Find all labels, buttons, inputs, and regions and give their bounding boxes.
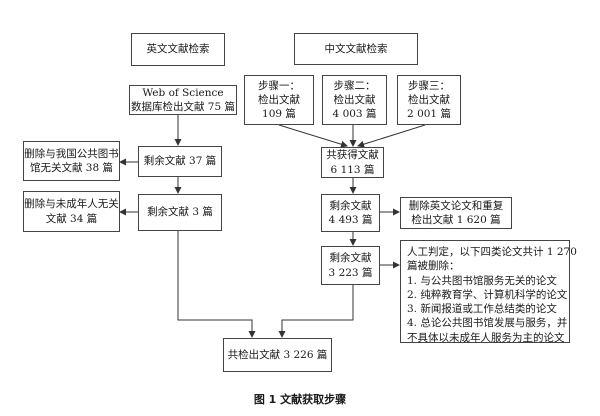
final-total: 共检出文献 3 226 篇 [227,348,328,361]
arrow-step3-to-total [357,124,426,148]
step1-line1: 步骤一： [258,79,300,92]
english-delete2-line2: 文献 34 篇 [45,212,98,225]
arrow-step1-to-total [278,124,348,148]
chinese-delete1-box: 删除英文论文和重复 检出文献 1 620 篇 [400,197,512,229]
english-search-title-box: 英文文献检索 [131,33,225,66]
chinese-delete2-line6: 4. 总论公共图书馆发展与服务，并 [407,317,568,330]
english-remain2: 剩余文献 3 篇 [147,206,213,219]
step1-box: 步骤一： 检出文献 109 篇 [244,75,314,125]
chinese-remain1-box: 剩余文献 4 493 篇 [321,194,380,232]
wos-box: Web of Science 数据库检出文献 75 篇 [129,85,237,115]
english-delete2-line1: 删除与未成年人无关 [24,198,119,211]
english-delete2-box: 删除与未成年人无关 文献 34 篇 [23,191,120,232]
chinese-remain2-line1: 剩余文献 [329,252,372,265]
step3-line1: 步骤三： [408,79,450,92]
english-delete1-box: 删除与我国公共图书 馆无关文献 38 篇 [23,141,120,181]
english-remain1-box: 剩余文献 37 篇 [138,146,222,177]
chinese-search-title: 中文文献检索 [324,42,388,55]
english-remain1: 剩余文献 37 篇 [143,155,217,168]
chinese-delete2-line3: 1. 与公共图书馆服务无关的论文 [407,274,557,287]
step3-box: 步骤三： 检出文献 2 001 篇 [397,75,461,125]
chinese-total-line1: 共获得文献 [326,149,379,162]
step2-line1: 步骤二： [333,79,376,92]
step3-line3: 2 001 篇 [407,108,451,121]
wos-line1: Web of Science [142,86,224,99]
step3-line2: 检出文献 [408,93,450,106]
chinese-delete2-line5: 3. 新闻报道或工作总结类的论文 [407,303,557,316]
step2-line3: 4 003 篇 [332,108,377,121]
english-search-title: 英文文献检索 [146,43,210,56]
step1-line2: 检出文献 [258,93,300,106]
chinese-delete1-line2: 检出文献 1 620 篇 [411,214,501,226]
english-delete1-line2: 馆无关文献 38 篇 [29,162,114,174]
chinese-remain1-line2: 4 493 篇 [328,214,373,226]
chinese-delete2-line4: 2. 纯粹教育学、计算机科学的论文 [407,288,568,301]
arrow-english-to-final [177,231,256,338]
chinese-delete2-line7: 不具体以未成年人服务为主的论文 [407,331,565,344]
chinese-delete1-line1: 删除英文论文和重复 [408,199,504,212]
chinese-delete2-box: 人工判定，以下四类论文共计 1 270 篇被删除： 1. 与公共图书馆服务无关的… [400,240,577,344]
final-total-box: 共检出文献 3 226 篇 [223,338,332,372]
chinese-remain2-box: 剩余文献 3 223 篇 [321,246,380,285]
figure-caption: 图 1 文献获取步骤 [253,393,347,406]
chinese-total-line2: 6 113 篇 [330,163,375,176]
chinese-search-title-box: 中文文献检索 [294,33,418,65]
chinese-remain1-line1: 剩余文献 [329,199,372,212]
chinese-total-box: 共获得文献 6 113 篇 [321,147,384,178]
english-remain2-box: 剩余文献 3 篇 [138,194,222,231]
chinese-delete2-line2: 篇被删除： [407,260,460,273]
step2-line2: 检出文献 [333,93,376,106]
english-delete1-line1: 删除与我国公共图书 [24,147,119,160]
step1-line3: 109 篇 [262,108,296,121]
chinese-remain2-line2: 3 223 篇 [328,266,373,279]
step2-box: 步骤二： 检出文献 4 003 篇 [322,75,387,125]
wos-line2: 数据库检出文献 75 篇 [130,101,236,113]
chinese-delete2-line1: 人工判定，以下四类论文共计 1 270 [407,246,577,258]
arrow-chinese-to-final [278,285,354,338]
